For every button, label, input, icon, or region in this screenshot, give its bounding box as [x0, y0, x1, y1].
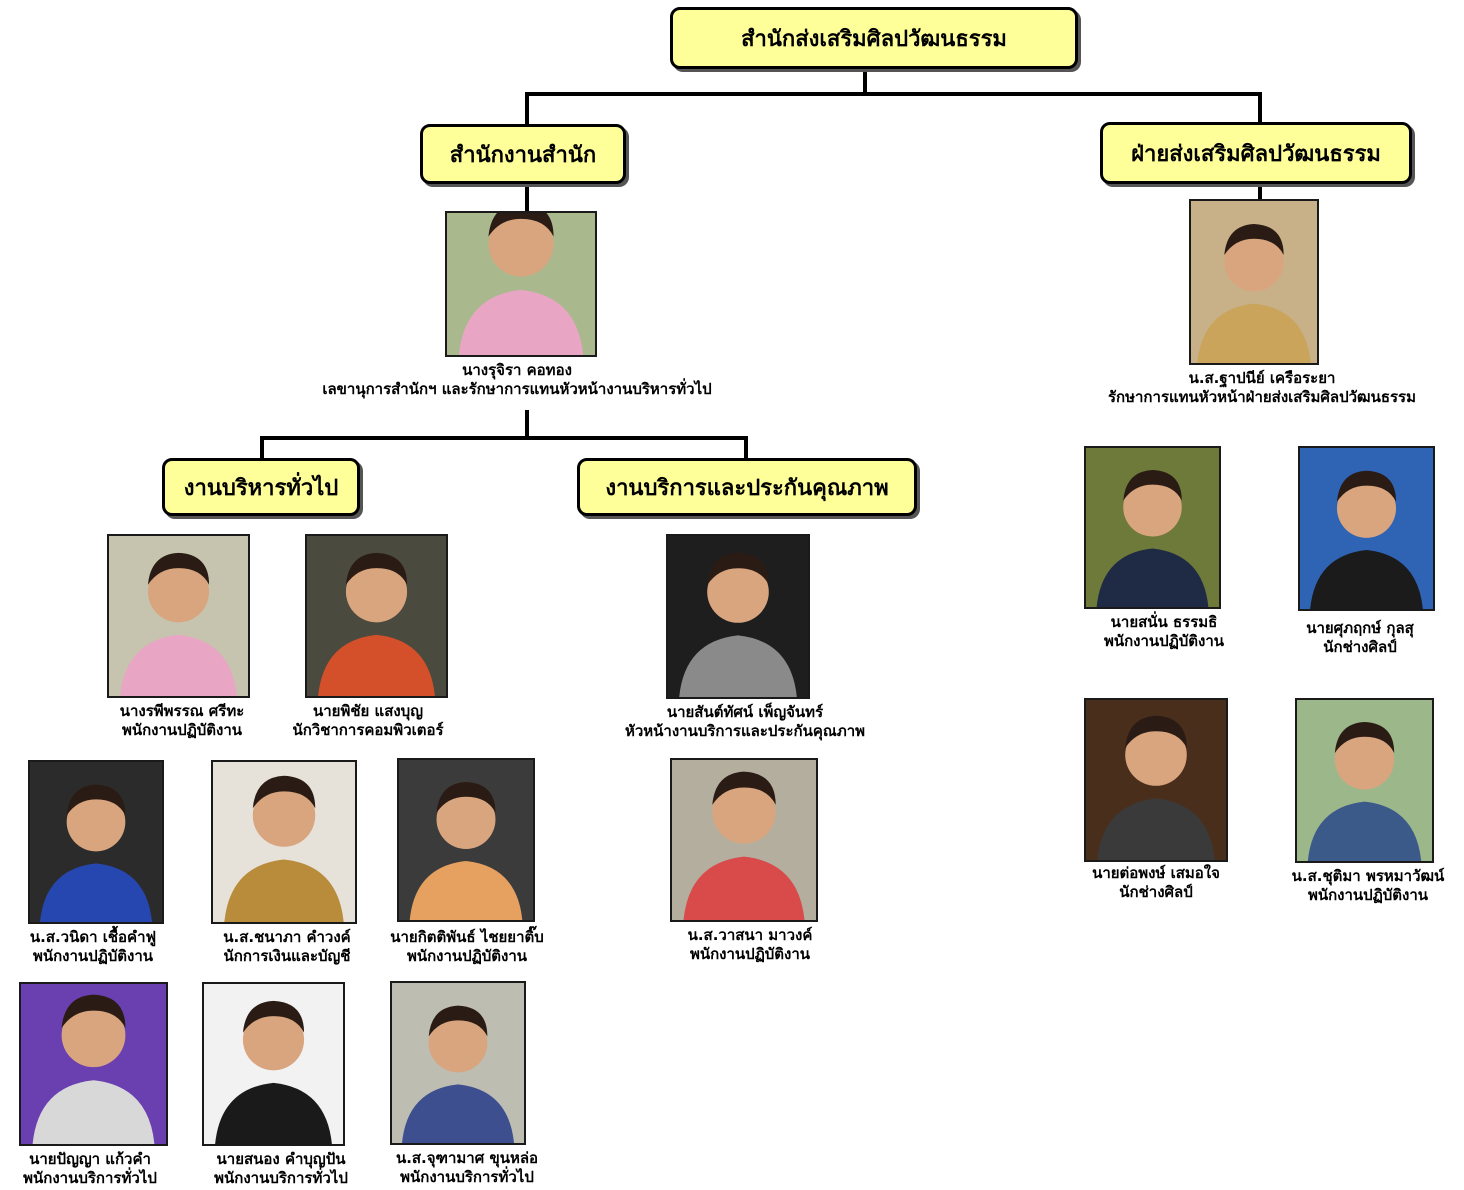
- connector-root-down: [863, 68, 867, 95]
- person-caption: น.ส.ชุติมา พรหมาวัฒน์ พนักงานปฏิบัติงาน: [1292, 867, 1445, 905]
- person-silhouette-icon: [204, 984, 343, 1144]
- person-caption: นางรุจิรา คอทอง เลขานุการสำนักฯ และรักษา…: [322, 361, 711, 399]
- person-title: นักการเงินและบัญชี: [223, 947, 351, 965]
- person-silhouette-icon: [1086, 700, 1226, 860]
- connector-service-up: [744, 436, 748, 460]
- person-name: นางรุจิรา คอทอง: [462, 361, 572, 379]
- person-caption: น.ส.ฐาปนีย์ เครือระยา รักษาการแทนหัวหน้า…: [1108, 369, 1416, 407]
- person-caption: นายสนอง คำบุญปัน พนักงานบริการทั่วไป: [214, 1150, 348, 1188]
- person-title: พนักงานปฏิบัติงาน: [32, 947, 154, 965]
- person-silhouette-icon: [1297, 700, 1432, 861]
- person-silhouette-icon: [399, 760, 533, 920]
- person-caption: นายกิตติพันธ์ ไชยยาติ๊บ พนักงานปฏิบัติงา…: [390, 928, 544, 966]
- person-silhouette-icon: [668, 536, 808, 697]
- person-title: พนักงานบริการทั่วไป: [214, 1169, 348, 1187]
- person-name: นายกิตติพันธ์ ไชยยาติ๊บ: [390, 928, 544, 946]
- connector-level2-down: [525, 410, 529, 440]
- portrait-photo: [202, 982, 345, 1146]
- person-name: นายศุภฤกษ์ กุลสุ: [1306, 619, 1414, 637]
- person-name: นายสันต์ทัศน์ เพ็ญจันทร์: [666, 703, 824, 721]
- person-silhouette-icon: [447, 213, 595, 355]
- connector-office-down: [525, 182, 529, 212]
- promotion-unit-box: ฝ่ายส่งเสริมศิลปวัฒนธรรม: [1100, 122, 1412, 184]
- root-unit-box: สำนักส่งเสริมศิลปวัฒนธรรม: [670, 7, 1078, 69]
- portrait-photo: [445, 211, 597, 357]
- portrait-photo: [305, 534, 448, 698]
- person-caption: นายพิชัย แสงบุญ นักวิชาการคอมพิวเตอร์: [292, 702, 443, 740]
- person-title: พนักงานปฏิบัติงาน: [121, 721, 243, 739]
- person-caption: น.ส.จุฑามาศ ขุนหล่อ พนักงานบริการทั่วไป: [396, 1149, 538, 1187]
- connector-level1-bar: [525, 92, 1262, 96]
- person-name: น.ส.ชนาภา คำวงค์: [223, 928, 351, 946]
- portrait-photo: [670, 758, 818, 922]
- person-silhouette-icon: [30, 762, 162, 922]
- person-title: รักษาการแทนหัวหน้าฝ่ายส่งเสริมศิลปวัฒนธร…: [1107, 388, 1417, 406]
- connector-promotion-up: [1258, 92, 1262, 124]
- person-name: น.ส.ชุติมา พรหมาวัฒน์: [1291, 867, 1445, 885]
- person-caption: นายปัญญา แก้วคำ พนักงานบริการทั่วไป: [23, 1150, 157, 1188]
- portrait-photo: [107, 534, 250, 698]
- portrait-photo: [28, 760, 164, 924]
- portrait-photo: [1189, 199, 1319, 365]
- portrait-photo: [19, 982, 168, 1146]
- person-title: พนักงานบริการทั่วไป: [23, 1169, 157, 1187]
- person-silhouette-icon: [21, 984, 166, 1144]
- person-name: นายพิชัย แสงบุญ: [312, 702, 423, 720]
- person-title: พนักงานบริการทั่วไป: [400, 1168, 534, 1186]
- person-name: นายปัญญา แก้วคำ: [29, 1150, 151, 1168]
- person-caption: น.ส.ชนาภา คำวงค์ นักการเงินและบัญชี: [223, 928, 350, 966]
- person-name: น.ส.วนิดา เชื้อคำฟู: [29, 928, 157, 946]
- person-silhouette-icon: [213, 762, 355, 922]
- person-silhouette-icon: [109, 536, 248, 696]
- person-title: นักช่างศิลป์: [1119, 883, 1193, 901]
- person-caption: น.ส.วาสนา มาวงค์ พนักงานปฏิบัติงาน: [688, 926, 813, 964]
- person-caption: น.ส.วนิดา เชื้อคำฟู พนักงานปฏิบัติงาน: [30, 928, 156, 966]
- admin-unit-box: งานบริหารทั่วไป: [162, 458, 360, 516]
- person-title: พนักงานปฏิบัติงาน: [689, 945, 811, 963]
- person-name: นายสนั่น ธรรมธิ: [1110, 613, 1218, 631]
- person-silhouette-icon: [1300, 448, 1433, 609]
- person-silhouette-icon: [1191, 201, 1317, 363]
- person-caption: นายสนั่น ธรรมธิ พนักงานปฏิบัติงาน: [1104, 613, 1224, 651]
- person-name: นายสนอง คำบุญปัน: [216, 1150, 346, 1168]
- connector-admin-up: [260, 436, 264, 460]
- person-title: พนักงานปฏิบัติงาน: [1103, 632, 1225, 650]
- portrait-photo: [390, 981, 526, 1145]
- portrait-photo: [1295, 698, 1434, 863]
- office-unit-box: สำนักงานสำนัก: [420, 124, 626, 184]
- person-caption: นายต่อพงษ์ เสมอใจ นักช่างศิลป์: [1092, 864, 1220, 902]
- connector-promotion-down: [1258, 182, 1262, 200]
- person-silhouette-icon: [307, 536, 446, 696]
- person-title: นักช่างศิลป์: [1323, 638, 1397, 656]
- service-unit-box: งานบริการและประกันคุณภาพ: [577, 458, 917, 516]
- portrait-photo: [397, 758, 535, 922]
- person-name: น.ส.ฐาปนีย์ เครือระยา: [1188, 369, 1336, 387]
- portrait-photo: [666, 534, 810, 699]
- person-silhouette-icon: [672, 760, 816, 920]
- connector-level2-bar: [260, 436, 748, 440]
- person-caption: นายสันต์ทัศน์ เพ็ญจันทร์ หัวหน้างานบริกา…: [625, 703, 865, 741]
- person-title: นักวิชาการคอมพิวเตอร์: [292, 721, 444, 739]
- person-title: เลขานุการสำนักฯ และรักษาการแทนหัวหน้างาน…: [322, 380, 712, 398]
- portrait-photo: [211, 760, 357, 924]
- person-title: หัวหน้างานบริการและประกันคุณภาพ: [624, 722, 866, 740]
- portrait-photo: [1298, 446, 1435, 611]
- portrait-photo: [1084, 446, 1221, 609]
- person-name: นายต่อพงษ์ เสมอใจ: [1092, 864, 1220, 882]
- person-name: น.ส.วาสนา มาวงค์: [687, 926, 813, 944]
- person-title: พนักงานปฏิบัติงาน: [1307, 886, 1429, 904]
- person-caption: นายศุภฤกษ์ กุลสุ นักช่างศิลป์: [1306, 619, 1414, 657]
- person-title: พนักงานปฏิบัติงาน: [406, 947, 528, 965]
- portrait-photo: [1084, 698, 1228, 862]
- person-silhouette-icon: [392, 983, 524, 1143]
- person-name: น.ส.จุฑามาศ ขุนหล่อ: [395, 1149, 539, 1167]
- person-silhouette-icon: [1086, 448, 1219, 607]
- person-name: นางรพีพรรณ ศรีทะ: [119, 702, 245, 720]
- connector-office-up: [525, 92, 529, 126]
- person-caption: นางรพีพรรณ ศรีทะ พนักงานปฏิบัติงาน: [120, 702, 245, 740]
